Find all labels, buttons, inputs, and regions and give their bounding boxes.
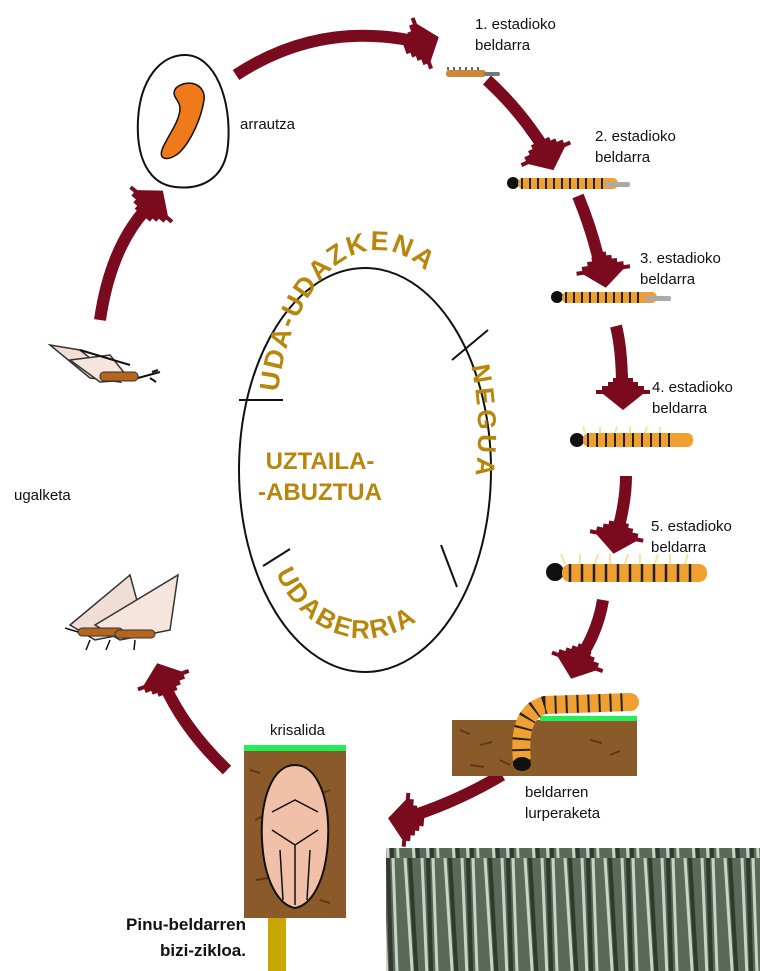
arrowhead <box>386 791 427 848</box>
larva-stage-1 <box>446 67 500 77</box>
moth-adults-mating <box>65 575 178 650</box>
larva-burial-illustration <box>452 702 637 776</box>
pupa-label: krisalida <box>270 720 325 741</box>
arrowhead <box>574 248 632 291</box>
arrowhead <box>132 654 195 706</box>
egg-illustration <box>138 55 229 188</box>
season-divider <box>441 545 457 587</box>
arrowhead <box>546 636 609 688</box>
pine-needles-photo <box>386 848 760 971</box>
season-winter: NEGUA <box>465 362 502 482</box>
larva-stage-5 <box>546 554 707 582</box>
arrow-pupa-to-adult <box>165 686 227 770</box>
months-line-1: UZTAILA- <box>266 448 375 475</box>
months-line-2: -ABUZTUA <box>258 479 382 506</box>
arrowhead <box>587 514 646 559</box>
arrow-burial-to-pupa <box>415 775 502 815</box>
arrow-egg-to-l1 <box>236 36 418 75</box>
pupa-illustration <box>244 745 346 971</box>
egg-label: arrautza <box>240 114 295 135</box>
larva-stage-4 <box>570 427 693 447</box>
arrowhead <box>514 126 578 181</box>
season-summer-autumn: UDA-UDAZKENA <box>254 226 442 393</box>
larva-stage-2 <box>507 177 630 189</box>
larva-stage-3 <box>551 291 671 303</box>
arrowhead <box>596 374 650 410</box>
season-spring: UDABERRIA <box>270 562 421 645</box>
reproduction-label: ugalketa <box>14 485 71 506</box>
arrow-adult-to-egg <box>100 210 145 320</box>
moth-adult-upper <box>50 345 160 382</box>
season-divider <box>263 549 290 566</box>
